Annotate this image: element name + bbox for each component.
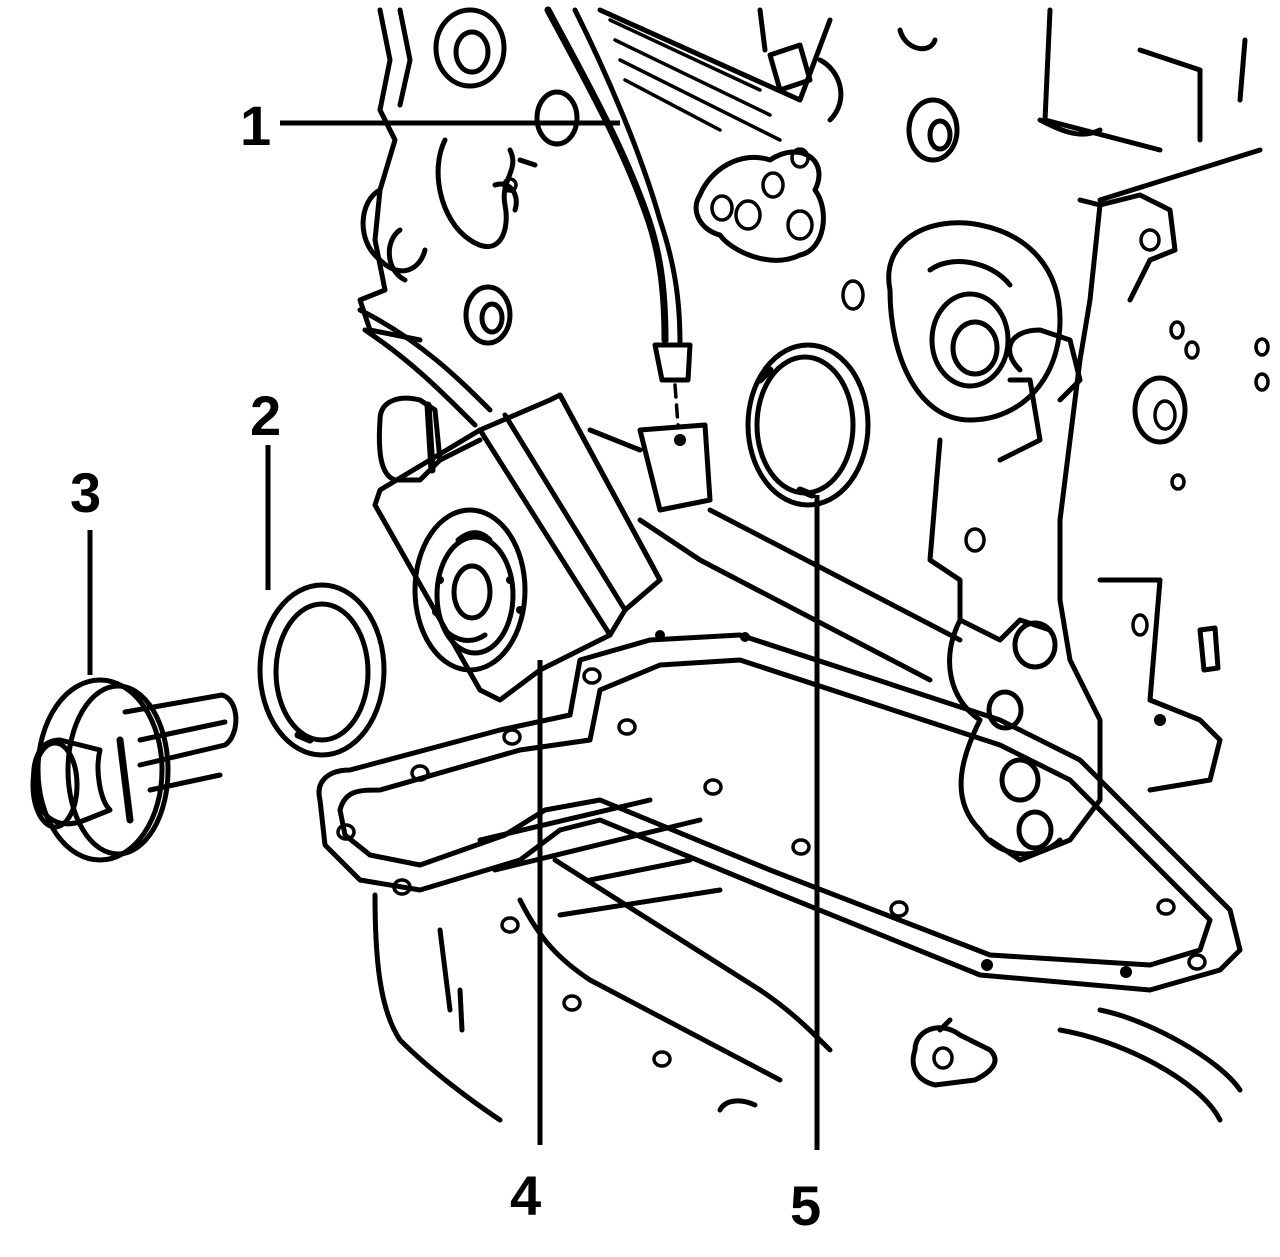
callout-4: 4 [510,1164,541,1227]
oil-pan [316,630,1243,1123]
oil-pump-assembly [357,307,663,703]
callout-3: 3 [70,461,101,524]
callout-5: 5 [790,1174,821,1237]
leader-lines [87,120,820,1150]
engine-block [357,6,1270,863]
callout-2: 2 [250,384,281,447]
oil-seal-pump [257,582,387,758]
callout-1: 1 [240,94,271,157]
callout-labels: 1 2 3 4 5 [70,94,821,1237]
crankshaft-bolt [30,677,239,863]
